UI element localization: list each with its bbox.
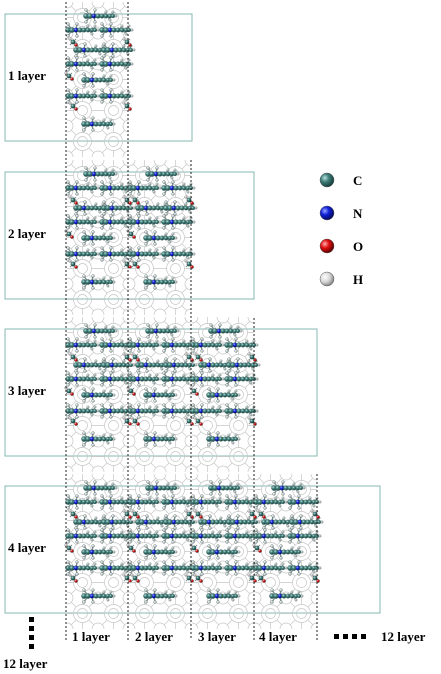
panel-label: 2 layer (8, 226, 46, 241)
continuation-dot (352, 634, 357, 639)
panel-3-layer: 3 layer (4, 317, 318, 472)
bottom-axis: 1 layer 2 layer 3 layer 4 layer 12 layer 12 l… (3, 617, 426, 671)
framework-layer (127, 317, 198, 472)
framework-layer (190, 317, 261, 472)
vertical-continuation-dot (29, 644, 34, 649)
axis-layer-label: 4 layer (259, 629, 297, 644)
framework-layer (65, 2, 136, 157)
panel-label: 3 layer (8, 383, 46, 398)
framework-layer (127, 474, 198, 629)
axis-layer-label: 3 layer (198, 629, 236, 644)
vertical-continuation-dot (29, 626, 34, 631)
axis-layer-label: 1 layer (72, 629, 110, 644)
panel-4-layer: 4 layer (4, 474, 381, 629)
hydrogen-atom-icon (319, 271, 335, 287)
axis-continuation-label: 12 layer (381, 629, 426, 644)
continuation-dot (343, 634, 348, 639)
carbon-atom-icon (319, 172, 335, 188)
framework-layer (127, 160, 198, 315)
legend-symbol: C (353, 173, 362, 188)
framework-layer (190, 474, 261, 629)
legend-item: H (319, 271, 363, 287)
continuation-dot (361, 634, 366, 639)
layer-dividers (65, 2, 318, 640)
legend-symbol: H (353, 272, 363, 287)
vertical-continuation-dot (29, 635, 34, 640)
vertical-continuation-dot (29, 617, 34, 622)
axis-layer-label: 2 layer (135, 629, 173, 644)
framework-layer (65, 474, 136, 629)
legend-item: C (319, 172, 362, 188)
legend-item: O (319, 238, 363, 254)
legend-symbol: N (353, 206, 363, 221)
framework-layer (65, 160, 136, 315)
panel-1-layer: 1 layer (4, 2, 193, 157)
legend: C N O H (319, 172, 363, 287)
vertical-continuation-label: 12 layer (3, 656, 48, 671)
framework-layer (253, 474, 324, 629)
stack-panels: 1 layer 2 layer 3 layer 4 layer (4, 2, 381, 629)
panel-label: 1 layer (8, 68, 46, 83)
framework-layer (65, 317, 136, 472)
legend-item: N (319, 205, 363, 221)
oxygen-atom-icon (319, 238, 335, 254)
legend-symbol: O (353, 239, 363, 254)
nitrogen-atom-icon (319, 205, 335, 221)
panel-label: 4 layer (8, 540, 46, 555)
continuation-dot (334, 634, 339, 639)
panel-2-layer: 2 layer (4, 160, 255, 315)
